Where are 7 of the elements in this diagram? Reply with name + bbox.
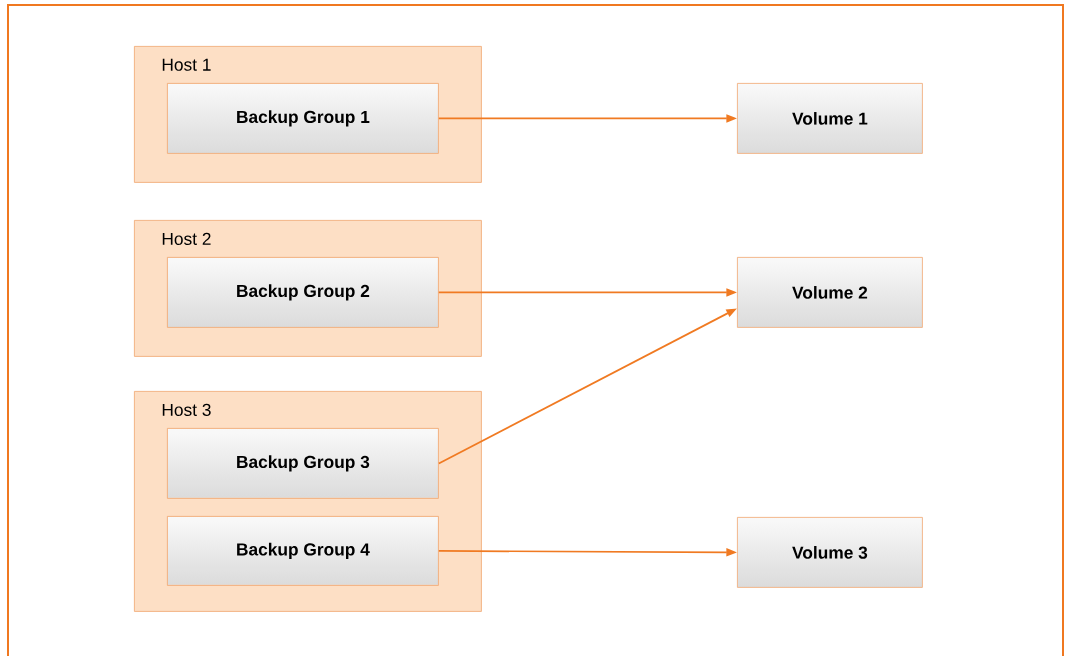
group-box: Backup Group 3	[167, 428, 439, 499]
volume-box: Volume 3	[737, 517, 923, 588]
volume-box: Volume 2	[737, 257, 923, 328]
volume-box: Volume 1	[737, 83, 923, 154]
group-box: Backup Group 2	[167, 257, 439, 328]
group-box: Backup Group 4	[167, 516, 439, 586]
group-box: Backup Group 1	[167, 83, 439, 154]
